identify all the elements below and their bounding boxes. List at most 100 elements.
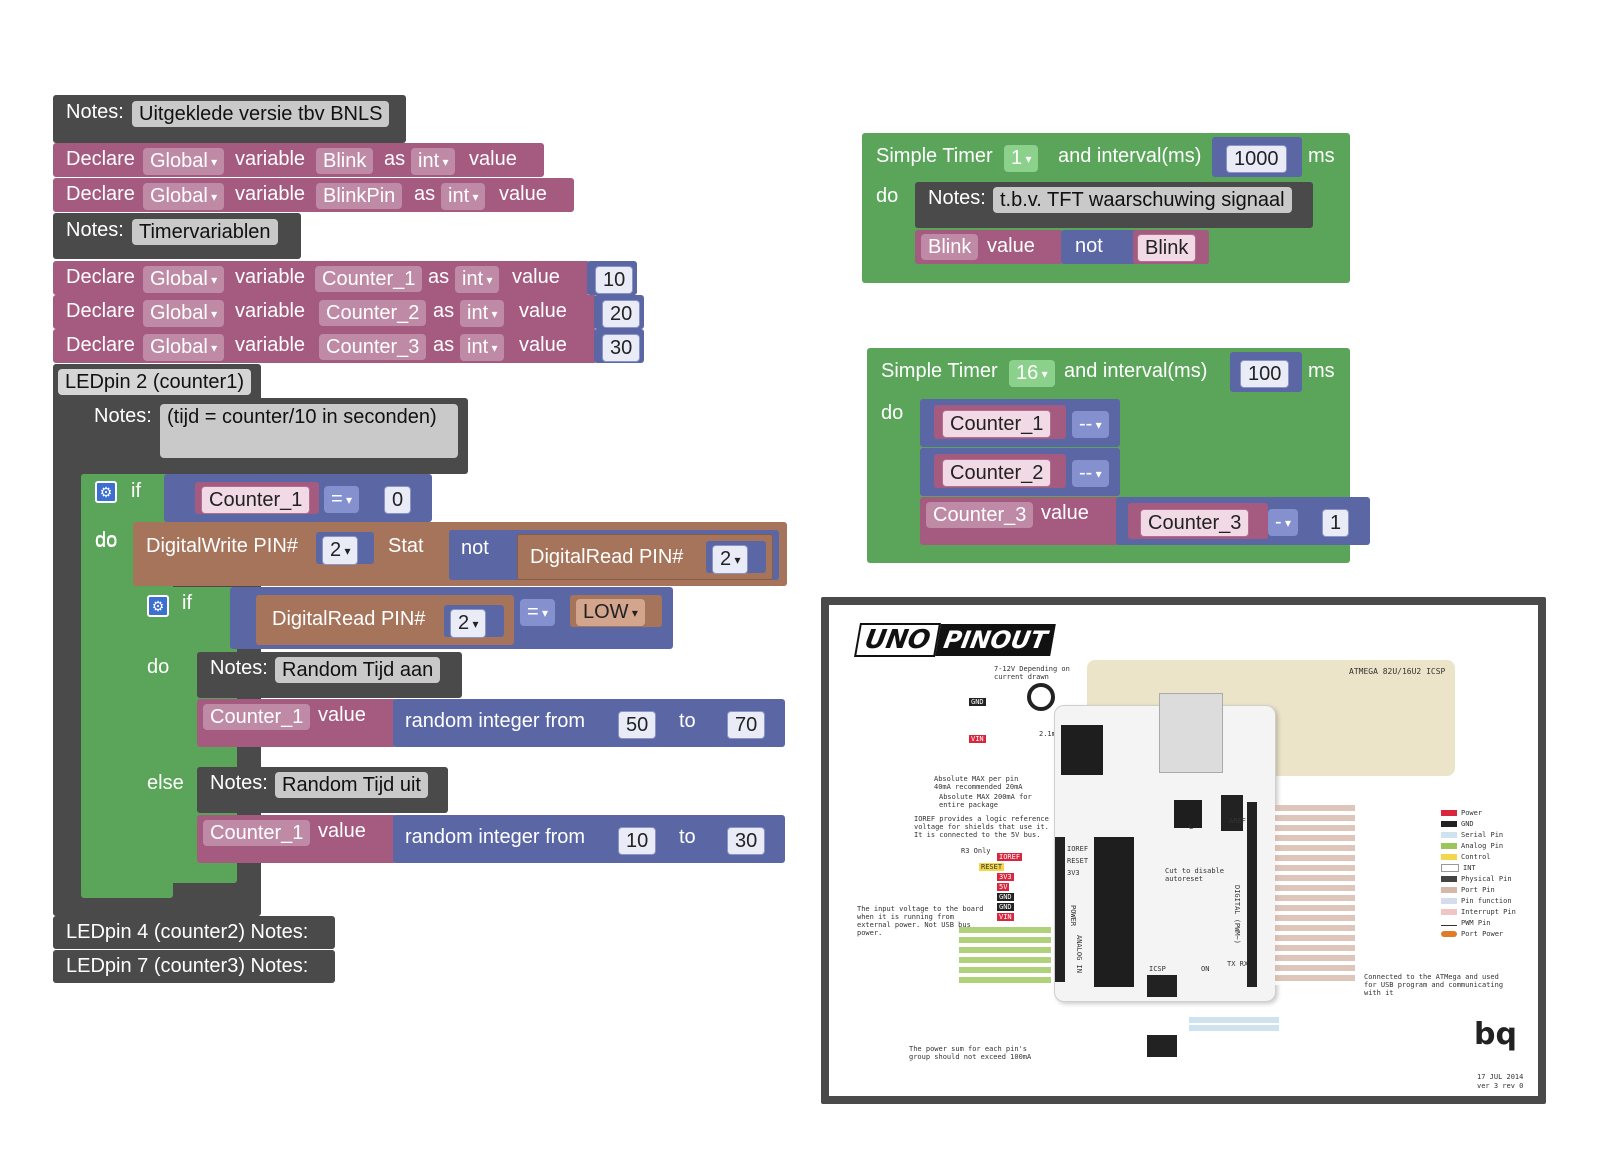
- compare-block[interactable]: Counter_1 = 0: [164, 474, 432, 522]
- type-dropdown[interactable]: int: [441, 183, 486, 210]
- pin-number-block[interactable]: 2: [706, 541, 766, 574]
- variable-name[interactable]: Counter_3: [926, 502, 1034, 528]
- number-value[interactable]: 1: [1322, 509, 1350, 537]
- number-value[interactable]: 0: [384, 486, 412, 514]
- scope-dropdown[interactable]: Global: [143, 300, 225, 327]
- compare-block[interactable]: DigitalRead PIN# 2 = LOW: [230, 587, 673, 649]
- notes-block-timervariablen[interactable]: Notes: Timervariablen: [53, 213, 301, 259]
- scope-dropdown[interactable]: Global: [143, 266, 225, 293]
- function-title[interactable]: LEDpin 2 (counter1): [58, 369, 251, 395]
- variable-name[interactable]: Blink: [921, 234, 979, 260]
- type-dropdown[interactable]: int: [460, 334, 505, 361]
- type-dropdown[interactable]: int: [411, 148, 456, 175]
- interval-value[interactable]: 1000: [1226, 145, 1287, 173]
- type-dropdown[interactable]: int: [455, 266, 500, 293]
- scope-dropdown[interactable]: Global: [143, 334, 225, 361]
- variable-getter[interactable]: Counter_1: [934, 405, 1066, 439]
- variable-name[interactable]: Counter_2: [942, 459, 1052, 487]
- number-block[interactable]: 30: [594, 329, 644, 363]
- variable-name[interactable]: Counter_1: [203, 704, 311, 730]
- variable-name[interactable]: Blink: [316, 148, 374, 174]
- number-value[interactable]: 10: [595, 266, 634, 294]
- pin-dropdown[interactable]: 2: [450, 609, 487, 638]
- settings-gear-icon[interactable]: ⚙: [147, 595, 169, 617]
- variable-name[interactable]: Counter_3: [1140, 509, 1250, 537]
- operator-dropdown[interactable]: =: [324, 486, 360, 513]
- variable-name[interactable]: Counter_1: [315, 266, 423, 292]
- random-block[interactable]: random integer from 50 to 70: [393, 699, 785, 747]
- constant-dropdown[interactable]: LOW: [576, 599, 645, 626]
- number-block[interactable]: 20: [594, 295, 644, 329]
- declare-counter3-block[interactable]: Declare Global variable Counter_3 as int…: [53, 329, 597, 363]
- set-counter1-block[interactable]: Counter_1 value: [197, 815, 397, 863]
- notes-text[interactable]: Timervariablen: [132, 219, 278, 245]
- notes-block-tft[interactable]: Notes: t.b.v. TFT waarschuwing signaal: [915, 182, 1313, 228]
- notes-text[interactable]: (tijd = counter/10 in seconden): [160, 404, 458, 458]
- set-blink-block[interactable]: Blink value: [915, 230, 1063, 264]
- notes-block-top[interactable]: Notes: Uitgeklede versie tbv BNLS: [53, 95, 406, 143]
- pin-number-block[interactable]: 2: [444, 605, 504, 638]
- settings-gear-icon[interactable]: ⚙: [95, 481, 117, 503]
- subtract-block[interactable]: Counter_3 - 1: [1116, 497, 1370, 545]
- digitalwrite-block[interactable]: DigitalWrite PIN# 2 Stat not DigitalRead…: [133, 522, 787, 586]
- to-value[interactable]: 70: [727, 711, 766, 739]
- variable-getter[interactable]: Counter_3: [1128, 503, 1268, 539]
- variable-name[interactable]: Counter_1: [203, 820, 311, 846]
- notes-block-tijd[interactable]: Notes: (tijd = counter/10 in seconden): [81, 398, 468, 474]
- operator-dropdown[interactable]: -: [1268, 509, 1299, 536]
- not-block[interactable]: not DigitalRead PIN# 2: [449, 530, 779, 580]
- set-counter1-block[interactable]: Counter_1 value: [197, 699, 397, 747]
- variable-name[interactable]: Counter_3: [319, 334, 427, 360]
- number-value[interactable]: 30: [602, 334, 641, 362]
- operator-dropdown[interactable]: =: [520, 599, 556, 626]
- set-counter3-block[interactable]: Counter_3 value: [920, 497, 1120, 545]
- variable-name[interactable]: Counter_2: [319, 300, 427, 326]
- variable-getter[interactable]: Blink: [1133, 230, 1209, 264]
- random-block[interactable]: random integer from 10 to 30: [393, 815, 785, 863]
- number-block[interactable]: 100: [1230, 352, 1302, 392]
- notes-text[interactable]: Random Tijd aan: [275, 657, 441, 683]
- variable-getter[interactable]: Counter_2: [934, 454, 1066, 488]
- digitalread-block[interactable]: DigitalRead PIN# 2: [256, 595, 514, 645]
- variable-getter[interactable]: Counter_1: [195, 482, 319, 514]
- notes-block-aan[interactable]: Notes: Random Tijd aan: [197, 652, 462, 698]
- function-ledpin7-block[interactable]: LEDpin 7 (counter3) Notes:: [53, 950, 335, 983]
- operator-dropdown[interactable]: --: [1072, 411, 1109, 438]
- from-value[interactable]: 50: [618, 711, 657, 739]
- variable-name[interactable]: Counter_1: [201, 486, 311, 514]
- interval-value[interactable]: 100: [1240, 360, 1290, 388]
- notes-block-uit[interactable]: Notes: Random Tijd uit: [197, 767, 448, 813]
- scope-dropdown[interactable]: Global: [143, 148, 225, 175]
- variable-name[interactable]: Blink: [1137, 234, 1197, 262]
- declare-blink-block[interactable]: Declare Global variable Blink as int val…: [53, 143, 544, 177]
- declare-counter1-block[interactable]: Declare Global variable Counter_1 as int…: [53, 261, 590, 295]
- scope-dropdown[interactable]: Global: [143, 183, 225, 210]
- variable-name[interactable]: BlinkPin: [316, 183, 403, 209]
- decrement-counter2-block[interactable]: Counter_2 --: [920, 448, 1120, 496]
- pin-dropdown[interactable]: 2: [712, 545, 749, 574]
- variable-name[interactable]: Counter_1: [942, 410, 1052, 438]
- on-label: ON: [1201, 965, 1210, 973]
- pin-number-block[interactable]: 2: [316, 532, 374, 565]
- function-ledpin4-block[interactable]: LEDpin 4 (counter2) Notes:: [53, 916, 335, 949]
- number-value[interactable]: 20: [602, 300, 641, 328]
- pin-dropdown[interactable]: 2: [322, 536, 359, 565]
- timer-number-dropdown[interactable]: 16: [1009, 360, 1055, 387]
- declare-counter2-block[interactable]: Declare Global variable Counter_2 as int…: [53, 295, 597, 329]
- not-block[interactable]: not Blink: [1061, 230, 1209, 264]
- legend-item: Port Pin: [1441, 884, 1531, 895]
- type-dropdown[interactable]: int: [460, 300, 505, 327]
- number-block[interactable]: 10: [587, 261, 637, 295]
- from-value[interactable]: 10: [618, 827, 657, 855]
- notes-text[interactable]: Uitgeklede versie tbv BNLS: [132, 101, 390, 127]
- constant-block[interactable]: LOW: [570, 595, 662, 627]
- decrement-counter1-block[interactable]: Counter_1 --: [920, 399, 1120, 447]
- declare-blinkpin-block[interactable]: Declare Global variable BlinkPin as int …: [53, 178, 574, 212]
- operator-dropdown[interactable]: --: [1072, 460, 1109, 487]
- number-block[interactable]: 1000: [1212, 137, 1302, 177]
- timer-number-dropdown[interactable]: 1: [1004, 145, 1039, 172]
- notes-text[interactable]: Random Tijd uit: [275, 772, 428, 798]
- to-value[interactable]: 30: [727, 827, 766, 855]
- notes-text[interactable]: t.b.v. TFT waarschuwing signaal: [993, 187, 1292, 213]
- digitalread-block[interactable]: DigitalRead PIN# 2: [517, 534, 773, 580]
